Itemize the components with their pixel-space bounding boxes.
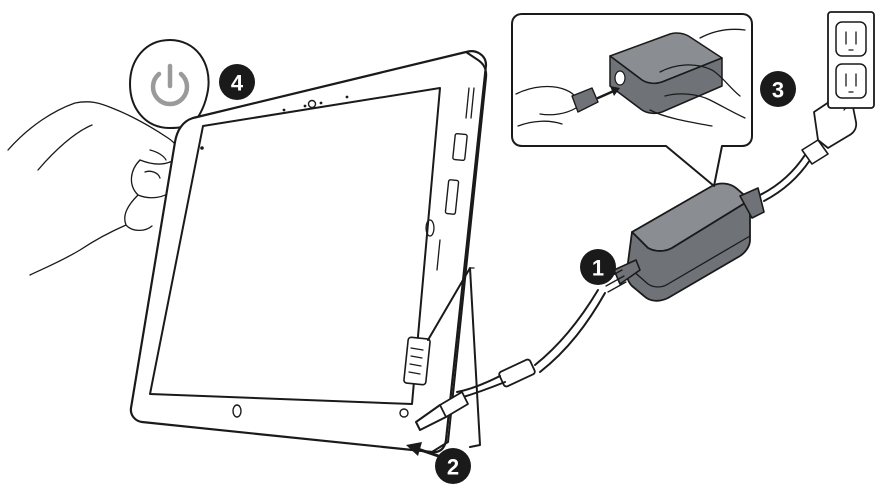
step-badge-3: 3 xyxy=(760,71,796,107)
side-port-1 xyxy=(452,132,468,162)
dc-plug xyxy=(439,391,469,418)
power-icon xyxy=(150,63,190,107)
step-number-3: 3 xyxy=(772,78,784,103)
kickstand xyxy=(427,267,481,448)
vga-port xyxy=(403,336,431,386)
cord-strain-relief xyxy=(801,139,829,165)
step-badge-1: 1 xyxy=(580,249,616,285)
ferrite-bead xyxy=(498,358,536,388)
hand-icon xyxy=(7,101,180,276)
step-badge-2: 2 xyxy=(435,448,471,484)
tablet-icon xyxy=(129,50,488,454)
home-button xyxy=(232,404,242,418)
side-port-2 xyxy=(444,179,460,215)
step-number-2: 2 xyxy=(447,455,459,480)
camera xyxy=(307,99,317,109)
dc-cable xyxy=(415,289,606,431)
dc-jack xyxy=(399,408,409,418)
step-number-1: 1 xyxy=(592,256,604,281)
power-button-callout xyxy=(129,39,210,141)
ac-adapter-icon xyxy=(603,182,765,302)
power-button xyxy=(200,146,204,150)
step-number-4: 4 xyxy=(231,71,244,96)
step-badge-4: 4 xyxy=(219,64,255,100)
wall-outlet-icon xyxy=(827,11,875,109)
adapter-detail-callout xyxy=(511,13,753,187)
